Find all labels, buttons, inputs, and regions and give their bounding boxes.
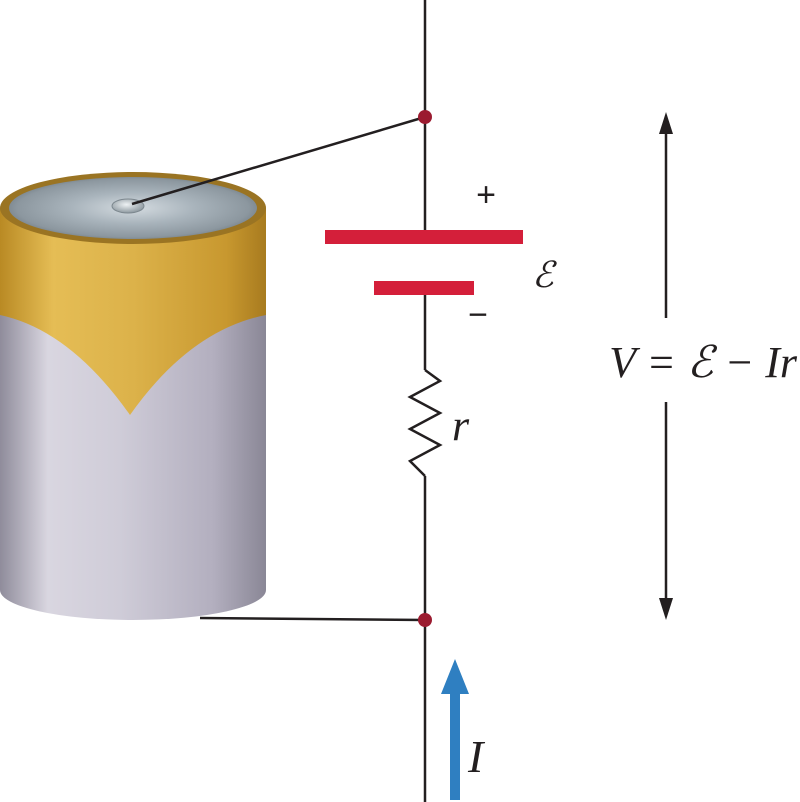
positive-plate [325, 230, 523, 244]
battery-gold-band [0, 208, 266, 415]
negative-plate [374, 281, 474, 295]
minus-label: − [468, 296, 488, 334]
battery-symbol [325, 230, 523, 295]
current-label: I [467, 731, 486, 782]
wire-to-terminal [131, 115, 426, 206]
plus-label: + [476, 176, 496, 214]
internal-resistor [407, 368, 443, 477]
emf-label: ℰ [532, 255, 557, 295]
resistance-label: r [452, 401, 470, 450]
bottom-node [418, 613, 432, 627]
current-arrow [441, 659, 469, 800]
circuit-wires [131, 0, 443, 802]
voltage-arrow [659, 112, 673, 620]
top-node [418, 110, 432, 124]
wire-to-battery-base [199, 616, 426, 622]
battery-cell [0, 172, 266, 620]
voltage-equation: V = ℰ − Ir [609, 338, 798, 387]
battery-body [0, 300, 266, 620]
